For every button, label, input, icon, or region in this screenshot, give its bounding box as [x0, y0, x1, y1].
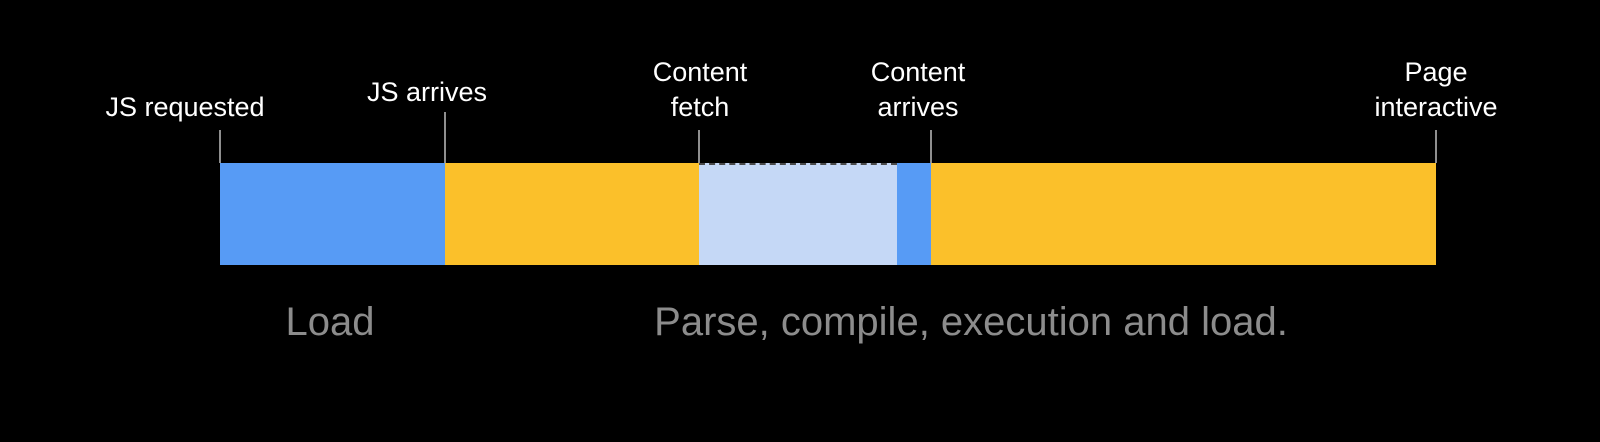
- milestone-label-content-arrives: Content arrives: [870, 57, 966, 122]
- phase-label-parse-compile-execute: Parse, compile, execution and load.: [654, 300, 1288, 344]
- phase-label-load: Load: [285, 300, 375, 344]
- segment-execution: [931, 163, 1436, 265]
- tick-js-requested: [219, 130, 221, 163]
- milestone-label-js-requested: JS requested: [105, 92, 265, 122]
- tick-js-arrives: [444, 112, 446, 163]
- milestone-label-content-fetch: Content fetch: [652, 57, 748, 122]
- segment-content-download: [897, 163, 931, 265]
- segment-js-download: [220, 163, 445, 265]
- tick-content-fetch: [698, 130, 700, 163]
- tick-content-arrives: [930, 130, 932, 163]
- milestone-label-page-interactive: Page interactive: [1374, 57, 1498, 122]
- segment-content-fetch: [699, 163, 897, 265]
- milestone-label-js-arrives: JS arrives: [366, 77, 488, 107]
- segment-parse-compile: [445, 163, 699, 265]
- tick-page-interactive: [1435, 130, 1437, 163]
- timeline-bar: [220, 163, 1436, 265]
